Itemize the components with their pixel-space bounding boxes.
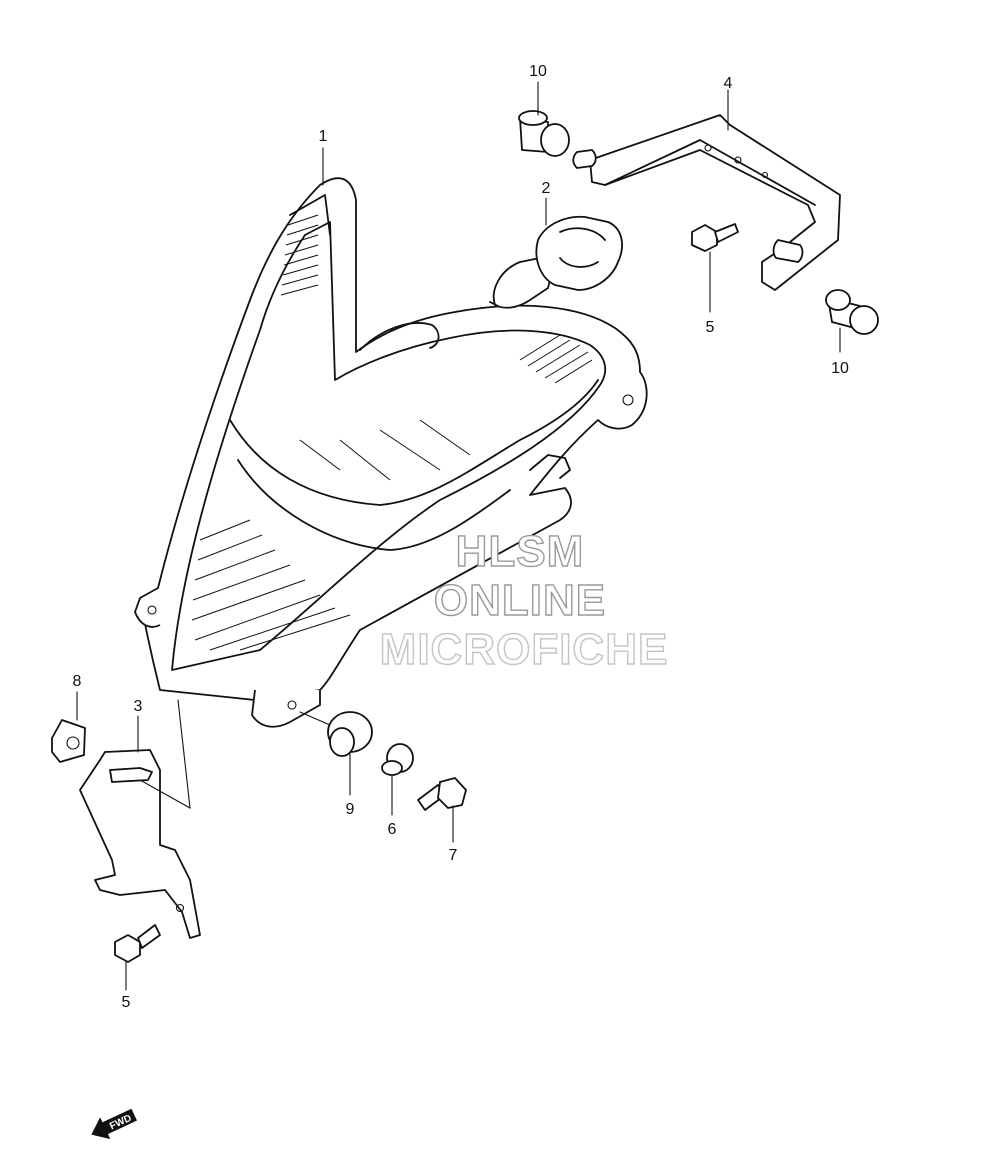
callout-1: 1 — [319, 128, 328, 145]
watermark-line-3: MICROFICHE — [380, 625, 669, 674]
watermark: HLSM ONLINE MICROFICHE — [379, 526, 669, 674]
screw — [417, 777, 467, 811]
lower-bracket — [79, 699, 201, 939]
fwd-label: FWD — [108, 1113, 133, 1133]
spacer-upper — [518, 110, 570, 157]
callout-labels: 10 4 1 2 5 10 8 3 9 6 7 5 — [73, 63, 849, 1011]
bolt-lower — [114, 924, 161, 963]
callout-9: 9 — [346, 801, 355, 818]
callout-4: 4 — [724, 75, 733, 92]
collar — [381, 743, 414, 776]
leader-lines — [76, 81, 841, 991]
forward-arrow-icon: FWD — [91, 1108, 137, 1140]
callout-10-upper: 10 — [529, 63, 547, 80]
bulb-part — [489, 215, 623, 309]
lens-hatching-lower — [191, 419, 471, 651]
callout-7: 7 — [449, 847, 458, 864]
nut — [51, 719, 86, 763]
spacer-lower — [825, 289, 879, 335]
stay-bracket — [572, 114, 841, 291]
grommet — [299, 711, 373, 757]
bolt-upper — [691, 223, 739, 252]
lens-hatching-right — [519, 334, 593, 384]
callout-3: 3 — [134, 698, 143, 715]
callout-2: 2 — [542, 180, 551, 197]
callout-10-lower: 10 — [831, 360, 849, 377]
lens-hatching-top — [280, 214, 319, 296]
callout-6: 6 — [388, 821, 397, 838]
callout-5-lower: 5 — [122, 994, 131, 1011]
watermark-line-2: ONLINE — [434, 576, 606, 625]
callout-8: 8 — [73, 673, 82, 690]
headlamp-assembly — [134, 177, 648, 728]
callout-5-upper: 5 — [706, 319, 715, 336]
watermark-line-1: HLSM — [456, 527, 585, 576]
